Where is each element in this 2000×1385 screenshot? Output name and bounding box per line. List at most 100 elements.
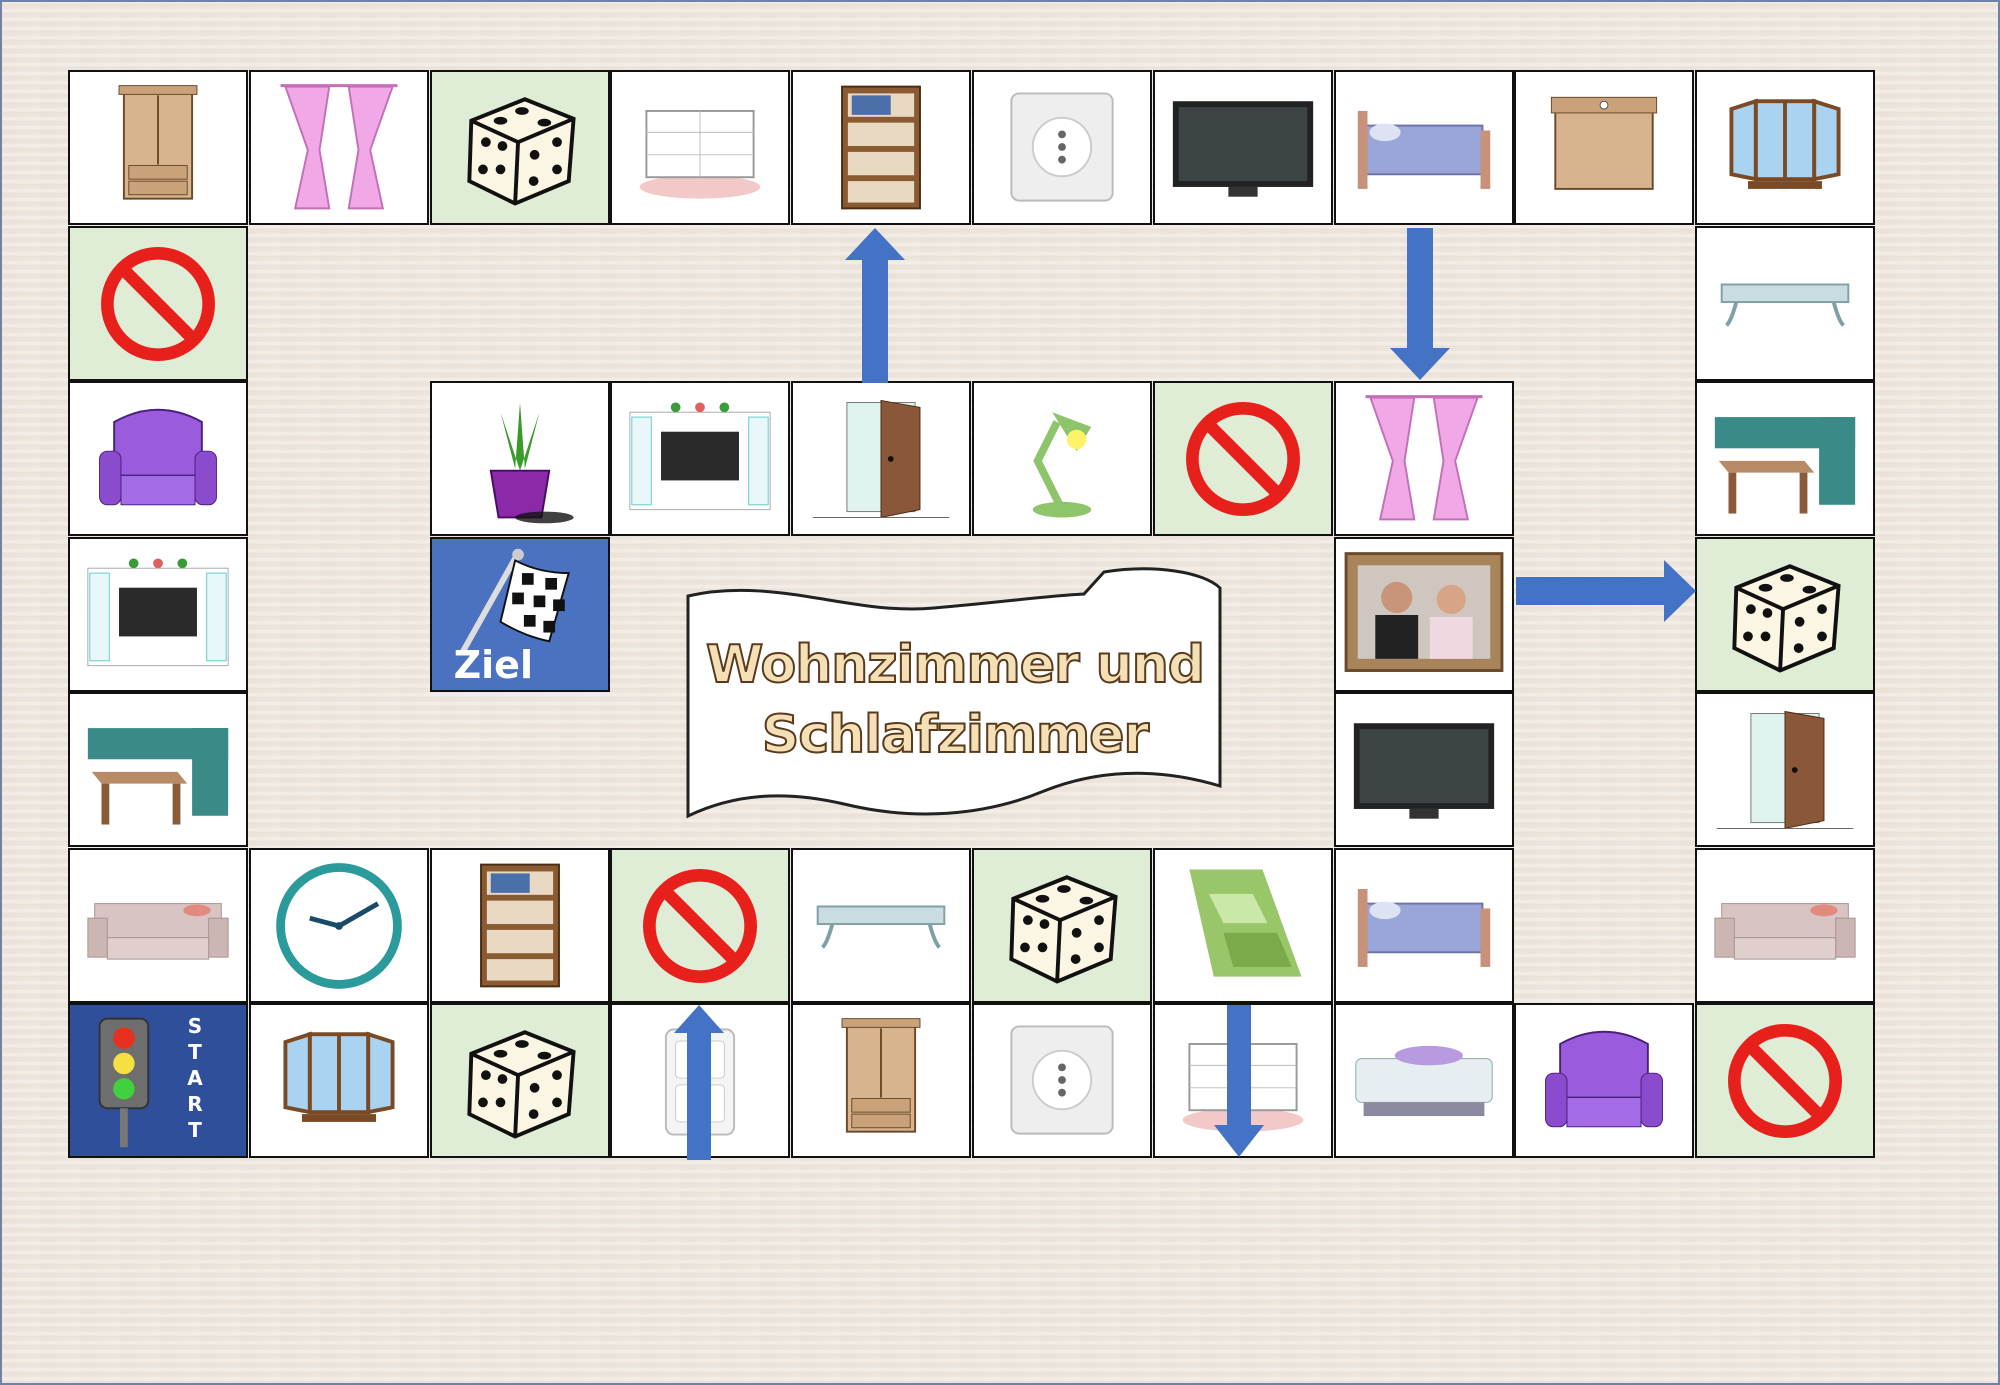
window-icon (1729, 98, 1841, 189)
board-field[interactable] (791, 381, 972, 536)
board-field[interactable] (248, 1003, 429, 1158)
board-field[interactable] (972, 1003, 1152, 1158)
board-field[interactable] (972, 381, 1152, 536)
drawer-icon (1551, 96, 1658, 190)
dice-icon (466, 1030, 576, 1139)
board-field[interactable] (68, 381, 248, 536)
board-field[interactable] (1333, 381, 1514, 536)
board-field[interactable] (791, 70, 972, 225)
desk-lamp-icon (1032, 412, 1092, 518)
tv-icon (1172, 101, 1313, 197)
board-field[interactable] (1514, 1003, 1695, 1158)
board-field[interactable] (1333, 847, 1514, 1003)
board-field[interactable] (429, 847, 610, 1003)
board-field[interactable] (610, 847, 791, 1003)
start-letter: R (187, 1092, 203, 1116)
board-field[interactable] (610, 70, 791, 225)
door-icon (1716, 710, 1854, 830)
board-field[interactable] (1333, 692, 1514, 847)
board-title: Wohnzimmer und Schlafzimmer (690, 630, 1220, 770)
mattress-icon (1354, 1045, 1493, 1117)
sofa-icon (1714, 902, 1856, 960)
board-field[interactable] (1695, 381, 1876, 536)
finish-flag-icon (458, 548, 570, 655)
no-entry-icon (643, 868, 758, 983)
board-field[interactable] (791, 847, 972, 1003)
bookshelf-icon (479, 863, 560, 987)
dresser-icon (639, 109, 761, 199)
dice-icon (1009, 874, 1118, 984)
clock-icon (275, 862, 402, 989)
window-icon (283, 1031, 395, 1122)
title-banner (686, 567, 1222, 819)
board-field[interactable] (1695, 847, 1876, 1003)
arrow-down-icon (1214, 1005, 1264, 1157)
start-letter: S (187, 1014, 203, 1038)
armchair-icon (99, 408, 217, 506)
board-field[interactable] (68, 225, 248, 381)
photo-frame-icon (1344, 551, 1503, 672)
board-field[interactable] (1333, 536, 1514, 692)
dice-icon (466, 97, 576, 206)
dice-icon (1732, 563, 1841, 673)
tv-cabinet-icon (629, 402, 772, 511)
tv-cabinet-icon (87, 557, 229, 666)
board-field[interactable] (1695, 536, 1876, 692)
board-field[interactable] (429, 1003, 610, 1158)
arrow-up-icon (845, 228, 905, 383)
board-field[interactable] (1695, 692, 1876, 847)
curtains-icon (280, 84, 398, 210)
coffee-table-icon (816, 905, 946, 949)
board-field[interactable] (610, 381, 791, 536)
board-field[interactable] (429, 381, 610, 536)
board-field[interactable] (429, 70, 610, 225)
board-field[interactable] (1333, 1003, 1514, 1158)
door-icon (812, 399, 950, 519)
board-field[interactable] (1152, 70, 1333, 225)
no-entry-icon (1728, 1023, 1843, 1138)
wardrobe-icon (118, 85, 198, 200)
coffee-table-icon (1720, 283, 1850, 327)
tv-icon (1353, 723, 1494, 819)
arrow-right-icon (1516, 560, 1696, 622)
corner-bench-table-icon (87, 728, 229, 825)
board-field[interactable] (791, 1003, 972, 1158)
power-socket-icon (1010, 92, 1114, 202)
board-field[interactable] (1695, 225, 1876, 381)
board-field[interactable] (68, 70, 248, 225)
armchair-icon (1545, 1030, 1664, 1128)
wardrobe-icon (841, 1018, 921, 1133)
board-field[interactable] (1333, 70, 1514, 225)
corner-bench-table-icon (1715, 417, 1856, 514)
board-field[interactable] (1152, 847, 1333, 1003)
board-field[interactable] (1695, 70, 1876, 225)
bed-icon (1357, 888, 1490, 967)
no-entry-icon (101, 246, 215, 361)
board-field[interactable] (68, 692, 248, 847)
start-letter: A (187, 1066, 203, 1090)
arrow-down-icon (1390, 228, 1450, 380)
arrow-up-icon (674, 1005, 724, 1160)
start-letter: T (188, 1118, 202, 1142)
board-field[interactable] (248, 70, 429, 225)
board-field[interactable] (1514, 70, 1695, 225)
board-field[interactable] (248, 847, 429, 1003)
rug-icon (1189, 868, 1302, 977)
board-field[interactable] (1152, 381, 1333, 536)
potted-plant-icon (489, 402, 574, 524)
board-field[interactable] (972, 70, 1152, 225)
sofa-icon (87, 902, 229, 960)
bookshelf-icon (841, 85, 922, 210)
start-letter: T (188, 1040, 202, 1064)
board-field[interactable] (972, 847, 1152, 1003)
traffic-light-icon (98, 1017, 150, 1148)
goal-label: Ziel (453, 642, 533, 687)
board-field[interactable] (1695, 1003, 1876, 1158)
board-field[interactable] (68, 536, 248, 692)
goal-field[interactable]: Ziel (429, 536, 610, 692)
bed-icon (1357, 110, 1490, 189)
board-field[interactable] (68, 847, 248, 1003)
